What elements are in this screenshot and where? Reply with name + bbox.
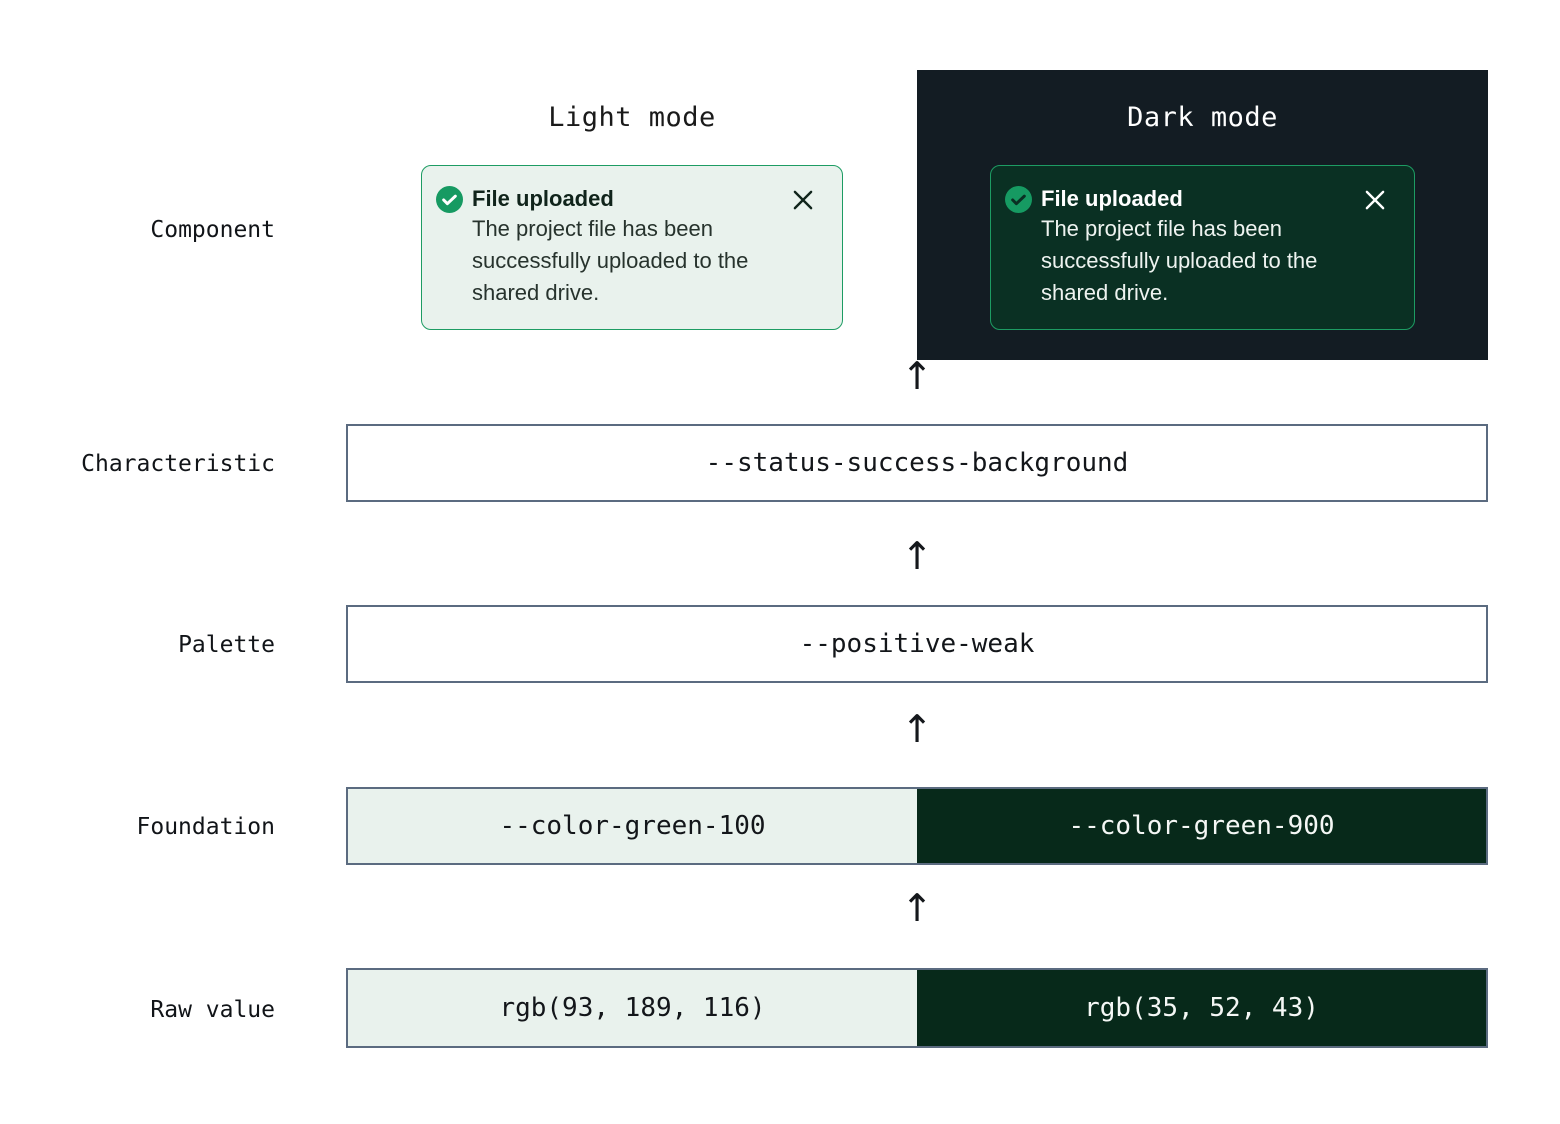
foundation-dark-cell: --color-green-900	[917, 789, 1486, 863]
characteristic-token: --status-success-background	[705, 448, 1129, 478]
toast-body: The project file has been successfully u…	[472, 216, 749, 305]
row-label-foundation: Foundation	[136, 814, 275, 840]
raw-dark-value: rgb(35, 52, 43)	[1084, 993, 1319, 1023]
up-arrow-icon: ↑	[901, 707, 933, 751]
toast-title: File uploaded	[472, 186, 614, 211]
light-mode-header: Light mode	[548, 102, 716, 133]
toast-content: File uploaded The project file has been …	[472, 185, 790, 309]
close-icon[interactable]	[790, 187, 816, 213]
foundation-light-token: --color-green-100	[499, 811, 766, 841]
toast-dark: File uploaded The project file has been …	[990, 165, 1415, 330]
up-arrow-icon: ↑	[901, 534, 933, 578]
row-label-raw-value: Raw value	[150, 997, 275, 1023]
row-label-characteristic: Characteristic	[81, 451, 275, 477]
check-circle-icon	[436, 186, 463, 213]
dark-mode-header: Dark mode	[1127, 102, 1278, 133]
raw-dark-cell: rgb(35, 52, 43)	[917, 970, 1486, 1046]
raw-value-box: rgb(93, 189, 116) rgb(35, 52, 43)	[346, 968, 1488, 1048]
raw-light-cell: rgb(93, 189, 116)	[348, 970, 917, 1046]
raw-light-value: rgb(93, 189, 116)	[499, 993, 766, 1023]
close-icon[interactable]	[1362, 187, 1388, 213]
characteristic-box: --status-success-background	[346, 424, 1488, 502]
foundation-dark-token: --color-green-900	[1068, 811, 1335, 841]
row-label-palette: Palette	[178, 632, 275, 658]
toast-content: File uploaded The project file has been …	[1041, 185, 1362, 309]
foundation-box: --color-green-100 --color-green-900	[346, 787, 1488, 865]
toast-body: The project file has been successfully u…	[1041, 216, 1318, 305]
check-circle-icon	[1005, 186, 1032, 213]
row-label-component: Component	[150, 217, 275, 243]
foundation-light-cell: --color-green-100	[348, 789, 917, 863]
toast-title: File uploaded	[1041, 186, 1183, 211]
palette-token: --positive-weak	[799, 629, 1035, 659]
up-arrow-icon: ↑	[901, 886, 933, 930]
toast-light: File uploaded The project file has been …	[421, 165, 843, 330]
up-arrow-icon: ↑	[901, 354, 933, 398]
palette-box: --positive-weak	[346, 605, 1488, 683]
